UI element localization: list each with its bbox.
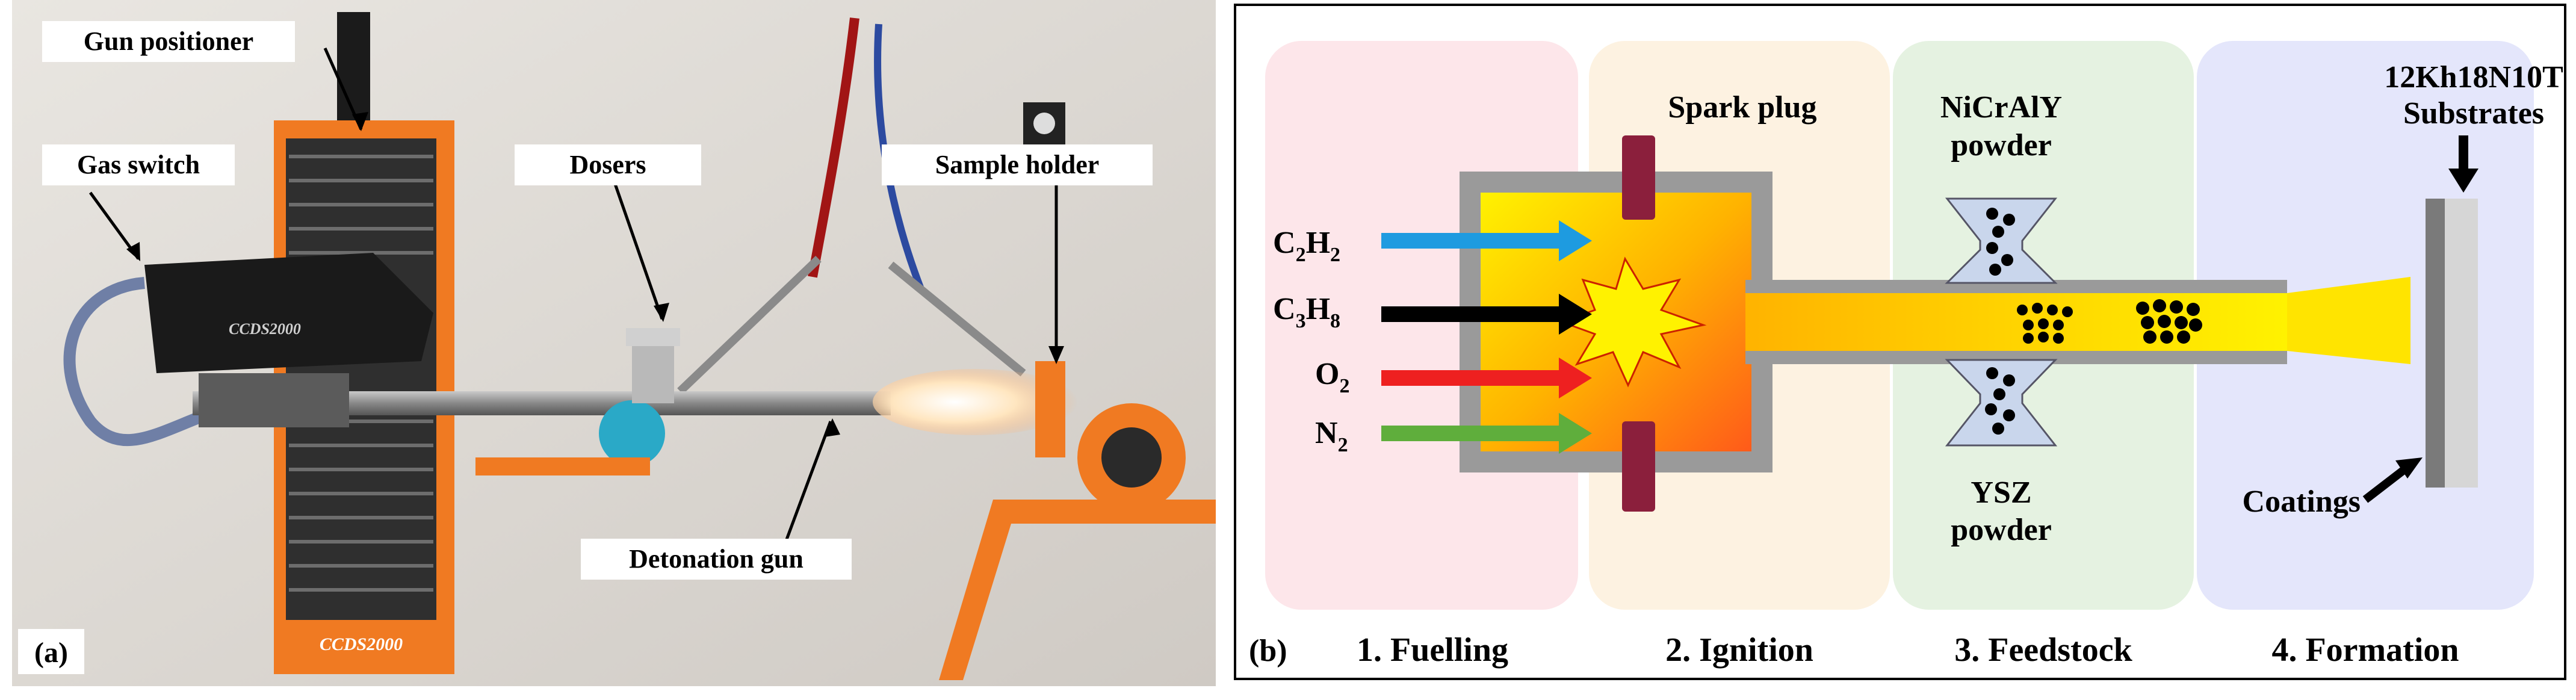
arrow-head-o2: [1559, 358, 1592, 398]
stage-label-fuelling: 1. Fuelling: [1357, 631, 1508, 669]
substrate-arrow-head: [2448, 169, 2478, 193]
arrow-head-n2: [1559, 413, 1592, 454]
doser-body: [632, 337, 674, 403]
panel-b-label: (b): [1249, 634, 1287, 668]
gas-labels: C2H2 C3H8 O2 N2: [1273, 226, 1349, 456]
callout-box-sample-holder: [882, 144, 1153, 185]
substrate-plate: [2445, 199, 2478, 488]
process-diagram: C2H2 C3H8 O2 N2 Spark plug NiCrAlY powde…: [1234, 4, 2566, 680]
gas-label-n2: N2: [1315, 416, 1348, 456]
vent-slats: [289, 155, 433, 592]
spark-plug-top: [1622, 135, 1655, 220]
gun-chamber: [199, 373, 349, 427]
panel-a-label: (a): [34, 637, 68, 669]
powder-funnel-bottom: [1945, 359, 2058, 447]
powder-top-label-2: powder: [1951, 128, 2052, 163]
powder-bottom-label-2: powder: [1951, 513, 2052, 547]
gas-label-c3h8: C3H8: [1273, 292, 1340, 332]
callout-box-dosers: [515, 144, 701, 185]
arrow-head-c3h8: [1559, 294, 1592, 335]
callout-box-detonation-gun: [581, 539, 852, 580]
callout-arrowheads: [126, 112, 1064, 437]
stage-label-ignition: 2. Ignition: [1665, 631, 1813, 669]
callout-gun-positioner: Gun positioner: [84, 26, 253, 56]
coatings-arrow-head: [2395, 457, 2423, 479]
arrow-head-c2h2: [1559, 220, 1592, 261]
particles-in-flow: [2017, 299, 2202, 344]
spark-burst-icon: [1559, 256, 1707, 388]
powder-particles: [1985, 208, 2015, 435]
arrow-shaft-n2: [1381, 426, 1562, 441]
positioner-brand-label: CCDS2000: [320, 634, 403, 654]
sample-holder-hub: [1101, 427, 1162, 488]
substrate-label-2: Substrates: [2403, 96, 2544, 131]
callout-sample-holder: Sample holder: [935, 150, 1100, 179]
gas-label-c2h2: C2H2: [1273, 226, 1340, 266]
sample-holder-plate: [1035, 361, 1065, 457]
powder-funnel-top: [1945, 197, 2058, 284]
coatings-arrow-shaft: [2362, 466, 2407, 503]
powder-top-label-1: NiCrAlY: [1940, 90, 2062, 125]
spark-plug-label: Spark plug: [1668, 90, 1816, 125]
panel-a-label-box: [18, 629, 84, 674]
stage-label-formation: 4. Formation: [2271, 631, 2459, 669]
arrow-shaft-c2h2: [1381, 233, 1562, 249]
gas-hoses: [63, 277, 207, 447]
coatings-label: Coatings: [2243, 485, 2361, 519]
exit-jet: [2287, 277, 2410, 364]
stage-label-feedstock: 3. Feedstock: [1954, 631, 2132, 669]
photo-panel: CCDS2000 CCDS2000 Gun positioner Gas swi…: [12, 0, 1216, 686]
barrel-channel: [1745, 293, 2287, 351]
blue-valve: [599, 400, 665, 466]
support-rod-left: [677, 255, 822, 395]
substrate-arrow-shaft: [2459, 135, 2468, 172]
sample-holder-frame: [939, 500, 1216, 680]
gas-switch-box: [144, 253, 433, 373]
lower-bracket: [475, 457, 650, 475]
callout-box-gun-positioner: [42, 21, 295, 62]
doser-cap: [626, 328, 680, 346]
gas-arrows: [1381, 220, 1592, 454]
arrow-shaft-c3h8: [1381, 306, 1562, 322]
callout-gas-switch: Gas switch: [77, 150, 200, 179]
substrate-label-1: 12Kh18N10T: [2384, 60, 2563, 94]
flame: [873, 369, 1077, 435]
red-hose: [808, 17, 859, 278]
gas-switch-brand-label: CCDS2000: [229, 320, 301, 338]
support-rod-right: [888, 261, 1026, 377]
callout-detonation-gun: Detonation gun: [629, 544, 803, 574]
powder-bottom-label-1: YSZ: [1971, 475, 2031, 510]
wall-box-knob: [1033, 113, 1055, 134]
callout-dosers: Dosers: [569, 150, 646, 179]
arrow-shaft-o2: [1381, 370, 1562, 386]
spark-plug-bottom: [1622, 421, 1655, 512]
callout-box-gas-switch: [42, 144, 235, 185]
coating-layer: [2426, 199, 2445, 488]
gas-label-o2: O2: [1315, 357, 1349, 397]
